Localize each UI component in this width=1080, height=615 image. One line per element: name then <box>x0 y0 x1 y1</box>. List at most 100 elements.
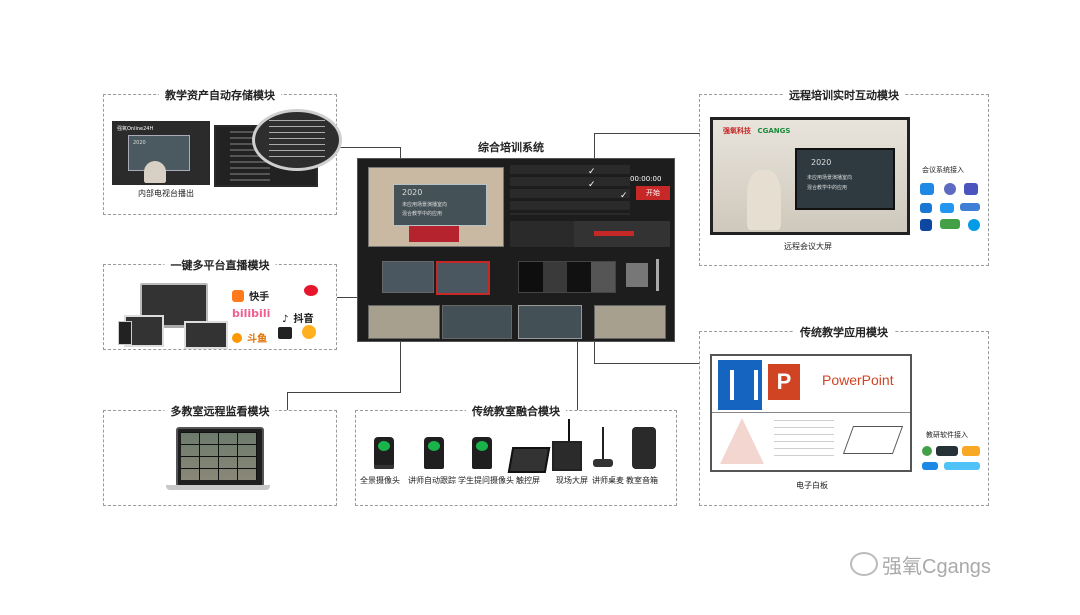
main-preview: 2020 未应用场景演播室向 混合教学中的应用 <box>368 167 504 247</box>
whiteboard-frame: P PowerPoint <box>710 354 912 472</box>
tracking-camera-icon <box>424 437 444 469</box>
device-label-speaker: 教室音箱 <box>626 476 658 485</box>
connector-remote-v <box>594 133 595 159</box>
main-slide-line1: 未应用场景演播室向 <box>402 202 448 208</box>
douyu-label: 斗鱼 <box>247 334 268 345</box>
ppt-icon: P <box>768 364 800 400</box>
connector-live <box>337 297 357 298</box>
check-icon: ✓ <box>588 167 596 177</box>
program-strip-2[interactable] <box>442 305 512 339</box>
program-strip-1[interactable] <box>368 305 440 339</box>
brand-name: 强氧科技 <box>723 127 751 135</box>
asset-storage-title: 教学资产自动存储模块 <box>159 87 281 103</box>
transition-thumb[interactable] <box>626 263 648 287</box>
ppt-label: PowerPoint <box>822 372 894 388</box>
app-icon-1 <box>920 183 934 195</box>
live-stream-title: 一键多平台直播模块 <box>164 257 276 273</box>
app-icon-6 <box>960 203 980 211</box>
device-label-tracking: 讲师自动跟踪 <box>408 476 456 485</box>
integrated-title: 综合培训系统 <box>478 141 544 154</box>
fusion-title: 传统教室融合模块 <box>466 403 566 419</box>
zoom-lens-rows <box>269 120 325 160</box>
big-screen-antenna <box>568 419 570 441</box>
connector-remote-h <box>594 133 700 134</box>
program-strip-4[interactable] <box>594 305 666 339</box>
douyin-logo: ♪ 抖音 <box>282 307 313 326</box>
main-preview-desk <box>409 226 459 242</box>
presenter-figure <box>747 170 781 230</box>
tv-slide-year: 2020 <box>133 140 146 146</box>
lens-glow-2 <box>428 441 440 451</box>
start-button[interactable]: 开始 <box>636 186 670 200</box>
device-label-mic: 讲师桌麦 <box>592 476 624 485</box>
kuaishou-label: 快手 <box>249 292 270 303</box>
laptop-base <box>132 325 212 328</box>
teaching-app-title: 传统教学应用模块 <box>794 324 894 340</box>
main-preview-slide: 2020 未应用场景演播室向 混合教学中的应用 <box>393 184 487 226</box>
douyin-icon: ♪ <box>282 314 289 325</box>
app-icon-5 <box>940 203 954 213</box>
connector-fusion <box>577 342 578 410</box>
settings-panel <box>510 165 630 215</box>
wechat-icon <box>850 552 878 576</box>
kuaishou-icon <box>232 289 244 302</box>
software-icon-5 <box>944 462 980 470</box>
speaker-icon <box>632 427 656 469</box>
douyin-label: 抖音 <box>293 314 314 325</box>
asset-storage-caption: 内部电视台播出 <box>138 189 194 198</box>
microphone-icon <box>602 427 604 461</box>
student-camera-icon <box>472 437 492 469</box>
source-thumb-1[interactable] <box>382 261 434 293</box>
monitor-title: 多教室远程监看模块 <box>164 403 276 419</box>
device-label-big-screen: 现场大屏 <box>556 476 588 485</box>
app-icon-4 <box>920 203 932 213</box>
check-icon-3: ✓ <box>620 191 628 201</box>
big-screen-icon <box>552 441 582 471</box>
software-icon-3 <box>962 446 980 456</box>
douyu-icon <box>232 332 242 343</box>
software-icon-1 <box>922 446 932 456</box>
douyu-logo: 斗鱼 <box>232 327 267 346</box>
asset-storage-module: 教学资产自动存储模块 强氧Online24H 2020 内部电视台播出 <box>103 87 342 215</box>
geometry-shape <box>842 426 904 454</box>
app-logo-tile <box>718 360 762 410</box>
teaching-app-module: 传统教学应用模块 P PowerPoint 电子白板 教研软件接入 <box>699 324 989 506</box>
conference-slide: 2020 未应用场景演播室向 混合教学中的应用 <box>795 148 895 210</box>
watermark-text: 强氧Cgangs <box>882 556 991 578</box>
remote-training-caption: 远程会议大屏 <box>784 242 832 251</box>
app-logo-icon <box>730 370 758 400</box>
conference-slide-year: 2020 <box>811 158 832 167</box>
monitor-grid <box>181 432 257 480</box>
software-icon-4 <box>922 462 938 470</box>
monitor-module: 多教室远程监看模块 <box>103 403 337 506</box>
software-icons <box>920 444 984 474</box>
conference-screen: 强氧科技 CGANGS 2020 未应用场景演播室向 混合教学中的应用 <box>710 117 910 235</box>
yy-icon <box>278 327 292 339</box>
integrated-console: 2020 未应用场景演播室向 混合教学中的应用 ✓ ✓ ✓ 00:00:00 开… <box>357 158 675 342</box>
source-thumb-2[interactable] <box>436 261 490 295</box>
connector-monitor-v <box>400 342 401 392</box>
meeting-app-icons <box>918 181 984 233</box>
teaching-software-label: 教研软件接入 <box>926 431 968 439</box>
monitor-laptop-screen <box>176 427 264 487</box>
app-icon-7 <box>920 219 932 231</box>
program-strip-3[interactable] <box>518 305 582 339</box>
connector-app-h <box>594 363 700 364</box>
conference-slide-line2: 混合教学中的应用 <box>807 185 848 191</box>
app-icon-3 <box>964 183 978 195</box>
whiteboard-divider <box>712 412 910 413</box>
main-slide-year: 2020 <box>402 188 423 197</box>
brand-name-en: CGANGS <box>757 127 791 135</box>
app-icon-9 <box>968 219 980 231</box>
monitor-device <box>184 321 228 349</box>
connector-monitor-v2 <box>287 392 288 410</box>
microphone-base <box>593 459 613 467</box>
device-group <box>118 281 228 349</box>
connector-asset <box>337 147 401 148</box>
main-slide-line2: 混合教学中的应用 <box>402 211 443 217</box>
tv-screen-label: 强氧Online24H <box>117 126 154 132</box>
meeting-system-label: 会议系统接入 <box>922 166 964 174</box>
teaching-app-caption: 电子白板 <box>796 481 828 490</box>
app-icon-8 <box>940 219 960 229</box>
volume-slider[interactable] <box>656 259 659 291</box>
